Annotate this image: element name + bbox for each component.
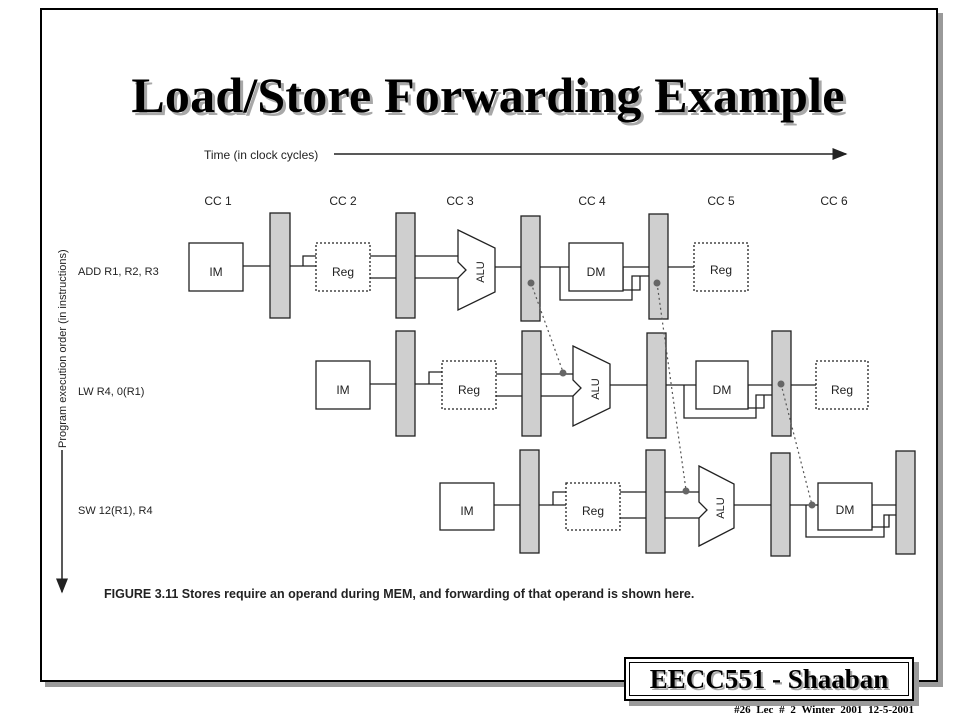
stage-reg-read [565,482,621,531]
stage-reg-read [441,360,497,410]
stage-im [315,360,371,410]
pipeline-register [520,215,541,322]
stage-label: ALU [715,497,727,518]
clock-cycle-label: CC 3 [446,194,474,208]
stage-dm [817,482,873,531]
program-order-axis-label: Program execution order (in instructions… [57,249,69,448]
forwarding-dot [527,279,535,287]
stage-alu [457,228,496,312]
stage-label: DM [713,383,732,397]
stage-dm [695,360,749,410]
stage-im [439,482,495,531]
pipeline-register [519,449,540,554]
instruction-row-lw: LW R4, 0(R1) IM Reg ALU DM Reg [78,330,869,439]
stage-reg-write [693,242,749,292]
stage-label: Reg [332,265,354,279]
instruction-row-add: ADD R1, R2, R3 IM Reg ALU DM Reg [78,212,749,322]
stage-im [188,242,244,292]
clock-cycle-label: CC 6 [820,194,848,208]
footer-line: #26 Lec # 2 Winter 2001 12-5-2001 [734,704,914,716]
stage-alu [698,464,735,548]
stage-label: ALU [475,261,487,282]
stage-dm [568,242,624,292]
forwarding-path [530,282,564,373]
stage-reg-write [815,360,869,410]
pipeline-register [648,213,669,320]
clock-cycle-label: CC 4 [578,194,606,208]
stage-alu [572,344,611,428]
clock-cycle-label: CC 2 [329,194,357,208]
figure-caption: FIGURE 3.11 Stores require an operand du… [104,587,694,601]
clock-cycle-label: CC 5 [707,194,735,208]
stage-label: IM [460,504,473,518]
forwarding-dot [653,279,661,287]
stage-label: IM [209,265,222,279]
time-axis-label: Time (in clock cycles) [204,148,318,162]
clock-cycle-label: CC 1 [204,194,232,208]
pipeline-register [395,330,416,437]
forwarding-dot [682,487,690,495]
pipeline-register [521,330,542,437]
pipeline-register [895,450,916,555]
forwarding-paths [527,279,816,509]
stage-reg-read [315,242,371,292]
stage-label: Reg [582,504,604,518]
pipeline-register [770,452,791,557]
stage-label: Reg [458,383,480,397]
forwarding-dot [559,369,567,377]
stage-label: ALU [590,378,602,399]
forwarding-path [780,383,813,506]
stage-label: Reg [710,263,732,277]
pipeline-register [646,332,667,439]
forwarding-dot [777,380,785,388]
slide-title: Load/Store Forwarding Example [131,67,845,123]
stage-label: DM [836,503,855,517]
footer-badge: EECC551 - Shaaban [624,657,914,701]
instruction-row-sw: SW 12(R1), R4 IM Reg ALU DM [78,449,916,557]
pipeline-register [395,212,416,319]
stage-label: IM [336,383,349,397]
stage-label: DM [587,265,606,279]
instruction-label: ADD R1, R2, R3 [78,266,159,278]
instruction-label: SW 12(R1), R4 [78,505,153,517]
pipeline-register [645,449,666,554]
footer-badge-text: EECC551 - Shaaban [629,662,909,696]
pipeline-register [269,212,291,319]
stage-label: Reg [831,383,853,397]
forwarding-dot [808,501,816,509]
instruction-label: LW R4, 0(R1) [78,386,144,398]
